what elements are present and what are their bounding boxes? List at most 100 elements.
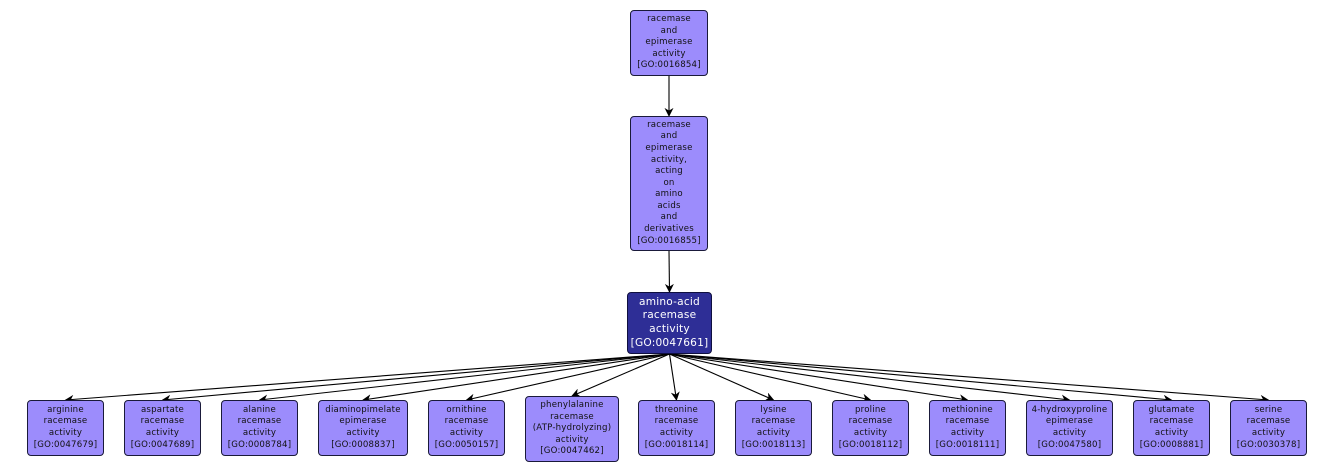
go-term-label-line: epimerase [645, 142, 693, 153]
go-term-label-line: activity [649, 323, 690, 335]
go-term-id: [GO:0018112] [838, 439, 903, 450]
go-term-id: [GO:0016854] [637, 60, 701, 71]
edge-arrow [571, 353, 670, 397]
go-term-label-line: racemase [444, 416, 489, 427]
go-term-label-line: activity [659, 428, 694, 438]
go-term-label-line: activity [242, 428, 277, 438]
go-term-label-line: activity [853, 428, 888, 438]
go-term-label-line: amino-acid [639, 295, 700, 308]
go-term-label-line: racemase [642, 309, 697, 322]
go-term-label-line: racemase [1246, 416, 1291, 427]
go-term-label-line: 4-hydroxyproline [1031, 404, 1108, 415]
go-term-id: [GO:0047462] [540, 446, 604, 457]
go-term-id: [GO:0047580] [1037, 439, 1102, 450]
go-term-label-line: and [660, 25, 678, 36]
go-term-label-line: activity [555, 434, 589, 445]
go-term-label-line: arginine [47, 404, 84, 415]
go-term-label-line: glutamate [1148, 404, 1195, 415]
edge-arrow [668, 353, 680, 401]
go-term-label-line: activity [1052, 428, 1087, 438]
edge-arrow [161, 353, 670, 404]
edge-arrow [64, 353, 670, 404]
go-term-label-line: derivatives [644, 224, 694, 235]
go-term-label-line: activity [346, 428, 380, 438]
go-term-id: [GO:0018113] [741, 439, 806, 450]
go-term-id: [GO:0050157] [434, 439, 499, 450]
go-term-label-line: activity [1251, 428, 1286, 438]
go-term-label-line: racemase [647, 14, 691, 25]
edge-arrow [669, 353, 969, 404]
go-term-id: [GO:0047689] [130, 439, 195, 450]
go-term-id: [GO:0008784] [227, 439, 292, 450]
go-term-label-line: racemase [140, 416, 185, 427]
go-term-label-line: methionine [942, 404, 993, 415]
go-term-label-line: proline [855, 404, 886, 415]
go-term-id: [GO:0047679] [33, 439, 98, 450]
go-term-label-line: racemase [647, 119, 691, 130]
go-term-label-line: epimerase [339, 416, 387, 427]
go-term-label-line: serine [1254, 404, 1283, 415]
go-term-id: [GO:0008881] [1139, 439, 1204, 450]
go-term-label-line: epimerase [645, 37, 693, 48]
go-term-label-line: activity [145, 428, 180, 438]
go-term-label-line: activity [48, 428, 83, 438]
edge-arrow [669, 353, 1173, 404]
edge-arrow [669, 353, 1270, 404]
go-term-id: [GO:0047661] [630, 336, 709, 349]
edge-arrow [669, 353, 1071, 404]
go-term-label-line: acids [657, 200, 681, 211]
go-term-label-line: activity [652, 48, 686, 59]
go-term-label-line: (ATP-hydrolyzing) [532, 423, 612, 434]
go-term-label-line: threonine [654, 404, 699, 415]
go-term-label-line: activity [756, 428, 791, 438]
go-term-label-line: activity [449, 428, 484, 438]
go-term-label-line: amino [655, 189, 683, 200]
edge-arrow [465, 353, 670, 403]
go-term-label-line: racemase [1149, 416, 1194, 427]
edge-arrow [669, 353, 872, 403]
edge-arrow [362, 353, 670, 404]
go-term-label-line: racemase [237, 416, 282, 427]
go-term-label-line: and [660, 131, 678, 142]
go-term-label-line: racemase [43, 416, 88, 427]
go-term-id: [GO:0030378] [1236, 439, 1301, 450]
go-term-id: [GO:0018114] [644, 439, 709, 450]
edge-arrow [669, 353, 775, 401]
go-term-label-line: alanine [243, 404, 276, 415]
go-term-id: [GO:0016855] [637, 235, 701, 246]
go-term-label-line: ornithine [446, 404, 487, 415]
go-term-label-line: lysine [760, 404, 787, 415]
go-term-label-line: racemase [654, 416, 699, 427]
go-term-label-line: racemase [751, 416, 796, 427]
go-term-id: [GO:0018111] [935, 439, 1000, 450]
go-term-label-line: on [663, 177, 675, 188]
go-term-label-line: activity [950, 428, 985, 438]
go-term-label-line: racemase [848, 416, 893, 427]
go-term-label-line: acting [655, 166, 683, 177]
go-term-label-line: activity [1154, 428, 1189, 438]
go-term-label-line: racemase [945, 416, 990, 427]
edge-arrow [664, 250, 674, 293]
go-term-id: [GO:0008837] [331, 439, 395, 450]
go-term-label-line: and [660, 212, 678, 223]
edge-arrow [258, 353, 670, 404]
go-term-label-line: aspartate [140, 404, 185, 415]
go-term-label-line: racemase [550, 411, 594, 422]
